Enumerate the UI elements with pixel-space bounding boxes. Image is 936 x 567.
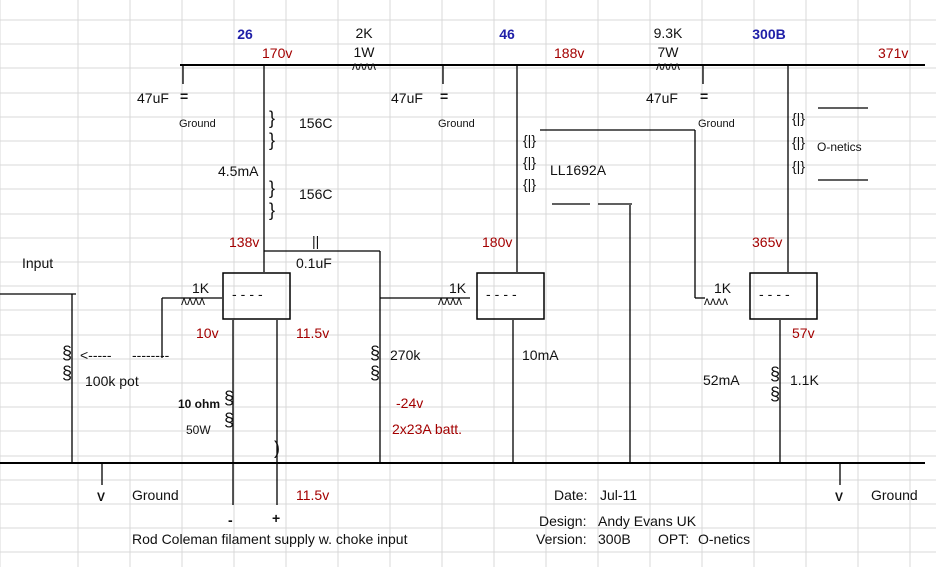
tube1-type: 26 — [237, 26, 253, 42]
plate2-voltage: 180v — [482, 234, 513, 250]
bias-resistor-label: 270k — [390, 347, 421, 363]
choke2-coil-a: } — [269, 178, 276, 198]
interstage-coil-1: {|} — [523, 132, 536, 148]
r-b12-watt: 1W — [353, 44, 375, 60]
coupling-cap-symbol: || — [312, 233, 320, 249]
cap1-symbol: = — [180, 88, 189, 104]
filament-resistor-watt: 50W — [186, 423, 211, 437]
interstage-label: LL1692A — [550, 162, 607, 178]
choke2-label: 156C — [299, 186, 333, 202]
tube3-body — [749, 272, 818, 320]
r-b12-symbol: ʌʌʌʌ — [352, 59, 376, 73]
design-label: Design: — [539, 513, 587, 529]
choke1-label: 156C — [299, 115, 333, 131]
grid-stopper2-value: 1K — [449, 280, 467, 296]
pot-wiper-dash: -------- — [132, 347, 170, 363]
battery-label: 2x23A batt. — [392, 421, 463, 437]
ground-left-label: Ground — [132, 487, 179, 503]
tube2-body — [476, 272, 545, 320]
pot-symbol-a: § — [62, 343, 73, 363]
opt-note-value: O-netics — [698, 531, 751, 547]
grid-stopper3-symbol: ʌʌʌʌ — [704, 294, 728, 308]
cathode3-resistor-a: § — [770, 364, 781, 384]
pot-symbol-b: § — [62, 363, 73, 383]
tube1-inner: ---- — [232, 286, 267, 302]
opt-coil-3: {|} — [792, 158, 805, 174]
filament-note: Rod Coleman filament supply w. choke inp… — [132, 531, 408, 547]
ground-right-symbol: V — [835, 490, 844, 504]
filament-plus-label: + — [272, 510, 281, 526]
r-b12-value: 2K — [355, 25, 373, 41]
b-plus-3: 371v — [878, 45, 909, 61]
cathode3-resistor-b: § — [770, 384, 781, 404]
filament-resistor-symbol-b: § — [224, 410, 235, 430]
version-value: 300B — [598, 531, 631, 547]
r-b23-symbol: ʌʌʌʌ — [656, 59, 680, 73]
grid2-voltage: 11.5v — [296, 325, 330, 341]
ground-right-label: Ground — [871, 487, 918, 503]
cathode3-voltage: 57v — [792, 325, 815, 341]
cap2-symbol: = — [440, 88, 449, 104]
pot-label: 100k pot — [85, 373, 139, 389]
opt-coil-1: {|} — [792, 110, 805, 126]
version-label: Version: — [536, 531, 587, 547]
cap3-ground: Ground — [698, 118, 735, 130]
tube3-inner: ---- — [759, 286, 794, 302]
r-b23-value: 9.3K — [653, 25, 683, 41]
cap1-label: 47uF — [137, 90, 169, 106]
design-value: Andy Evans UK — [598, 513, 697, 529]
current1: 4.5mA — [218, 163, 259, 179]
cap3-symbol: = — [700, 88, 709, 104]
interstage-secondary-lines — [552, 203, 632, 205]
b-plus-1: 170v — [262, 45, 293, 61]
choke2-coil-b: } — [269, 200, 276, 220]
ground-left-symbol: V — [97, 490, 106, 504]
bias-resistor-symbol-a: § — [370, 343, 381, 363]
r-b23-watt: 7W — [657, 44, 679, 60]
grid-stopper1-value: 1K — [192, 280, 210, 296]
bias-resistor-symbol-b: § — [370, 363, 381, 383]
cathode1-voltage: 10v — [196, 325, 219, 341]
tube1-body — [222, 272, 291, 320]
grid-stopper2-symbol: ʌʌʌʌ — [438, 294, 462, 308]
tube2-inner: ---- — [486, 286, 521, 302]
opt-coil-2: {|} — [792, 134, 805, 150]
cap1-ground: Ground — [179, 118, 216, 130]
choke1-coil-b: } — [269, 130, 276, 150]
grid-stopper1-symbol: ʌʌʌʌ — [181, 294, 205, 308]
interstage-coil-2: {|} — [523, 154, 536, 170]
grid-stopper3-value: 1K — [714, 280, 732, 296]
date-value: Jul-11 — [600, 487, 638, 503]
opt-note-label: OPT: — [658, 531, 690, 547]
tube3-type: 300B — [752, 26, 786, 42]
tube2-type: 46 — [499, 26, 515, 42]
coupling-cap-label: 0.1uF — [296, 255, 332, 271]
filament-minus-label: - — [228, 512, 233, 528]
filament-cap-symbol: ) — [274, 438, 280, 458]
date-label: Date: — [554, 487, 588, 503]
pot-wiper-arrow: <----- — [80, 347, 112, 363]
bias-voltage: -24v — [396, 395, 424, 411]
filament-resistor-symbol-a: § — [224, 388, 235, 408]
opt-label: O-netics — [817, 140, 862, 154]
cap2-ground: Ground — [438, 118, 475, 130]
input-label: Input — [22, 255, 54, 271]
cathode3-resistor-label: 1.1K — [790, 372, 819, 388]
interstage-coil-3: {|} — [523, 176, 536, 192]
cap2-label: 47uF — [391, 90, 423, 106]
filament-supply-voltage: 11.5v — [296, 487, 330, 503]
choke1-coil-a: } — [269, 108, 276, 128]
plate3-voltage: 365v — [752, 234, 783, 250]
current3: 52mA — [703, 372, 740, 388]
cap3-label: 47uF — [646, 90, 678, 106]
current2: 10mA — [522, 347, 559, 363]
filament-resistor-label: 10 ohm — [178, 397, 221, 411]
plate1-voltage: 138v — [229, 234, 260, 250]
b-plus-2: 188v — [554, 45, 585, 61]
